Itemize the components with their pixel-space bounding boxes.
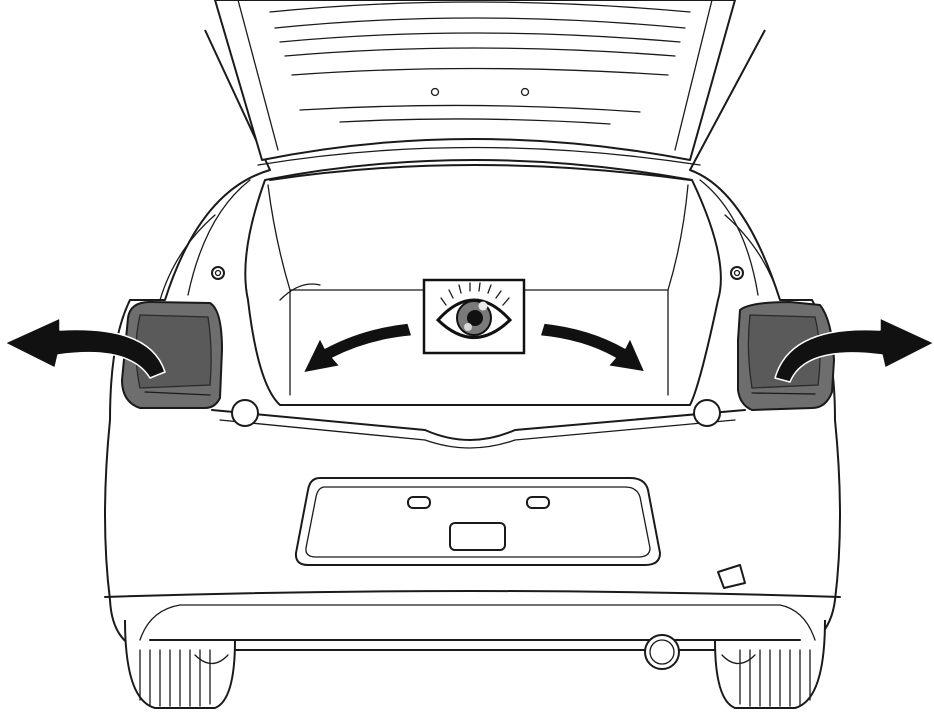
- arrow-right-inward: [539, 322, 646, 373]
- rear-wheels: [124, 619, 826, 709]
- licence-plate-recess: [294, 477, 661, 566]
- arrow-left-outward: [4, 317, 166, 379]
- rear-bumper-upper: [211, 399, 746, 449]
- arrow-right-outward: [774, 317, 934, 383]
- lamp-mounting-bolts: [211, 266, 744, 280]
- rear-bumper-lower: [104, 564, 841, 670]
- eye-icon: [422, 278, 526, 355]
- open-tailgate: [214, 0, 736, 161]
- arrow-left-inward: [302, 322, 413, 374]
